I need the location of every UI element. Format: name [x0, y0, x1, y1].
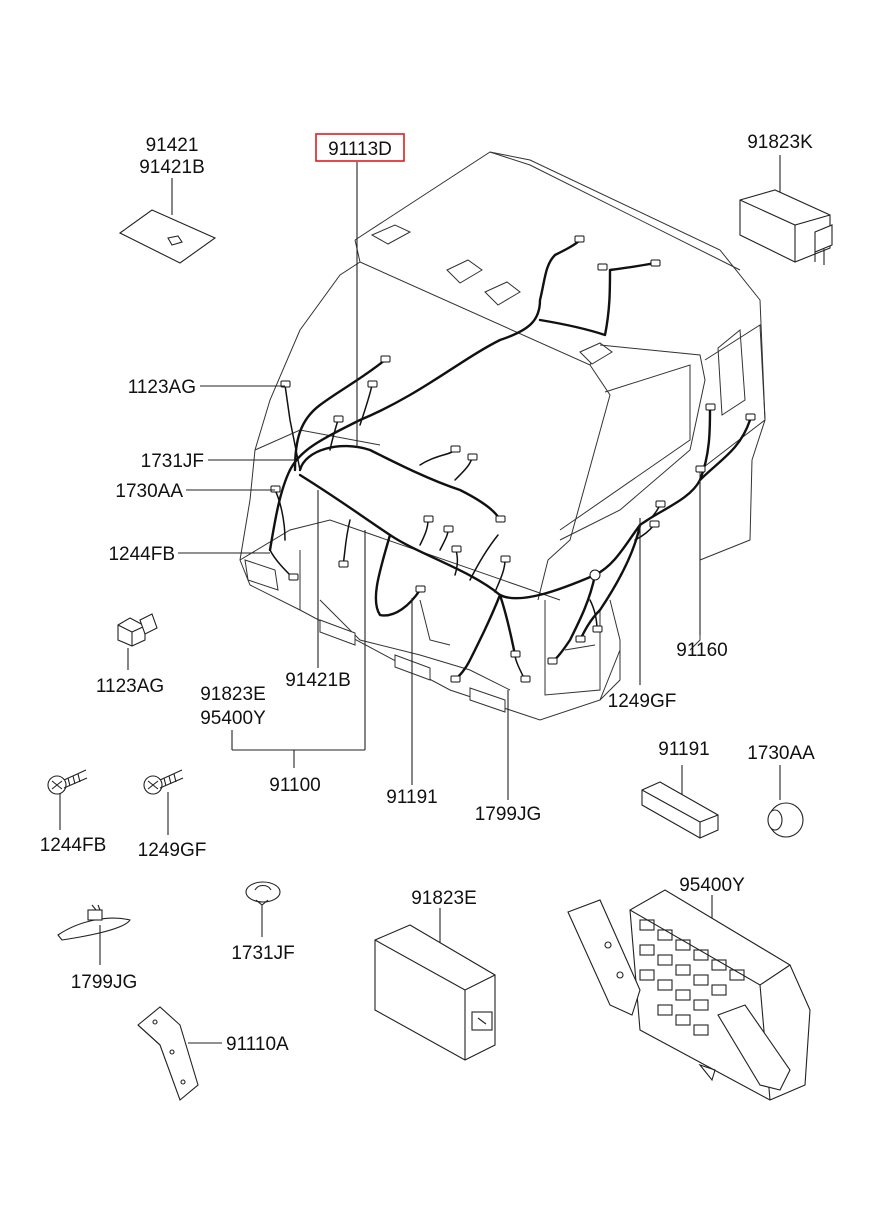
label-91160: 91160 — [676, 640, 727, 661]
label-91421b-top: 91421B — [139, 157, 205, 178]
label-1731jf-left: 1731JF — [141, 451, 204, 472]
label-1123ag-left: 1123AG — [128, 377, 196, 398]
bolt-icon — [117, 613, 158, 647]
label-1249gf-lower: 1249GF — [138, 840, 207, 861]
insulation-pad-icon — [118, 209, 217, 264]
label-91823k: 91823K — [747, 132, 813, 153]
label-1731jf-lower: 1731JF — [231, 943, 294, 964]
bracket-icon — [137, 1006, 199, 1101]
protector-channel-icon — [641, 781, 719, 839]
truck-cab-icon — [239, 151, 766, 721]
label-1123ag-bolt: 1123AG — [96, 676, 164, 697]
label-91113d: 91113D — [328, 139, 392, 160]
label-1249gf-upper: 1249GF — [608, 691, 677, 712]
label-91100: 91100 — [269, 775, 320, 796]
label-1244fb-left: 1244FB — [108, 544, 175, 565]
clip-icon — [245, 881, 281, 906]
label-1799jg-lower: 1799JG — [71, 972, 138, 993]
label-95400y-lower: 95400Y — [679, 875, 745, 896]
control-module-icon — [374, 924, 496, 1061]
label-91421: 91421 — [146, 135, 199, 156]
part-labels: 91421 91421B 91113D 91823K 1123AG 1731JF… — [40, 132, 815, 1055]
label-1799jg-upper: 1799JG — [475, 804, 542, 825]
leader-lines — [59, 155, 781, 1044]
label-91421b-lower: 91421B — [285, 670, 351, 691]
label-1244fb-lower: 1244FB — [40, 835, 107, 856]
screw-icon — [143, 769, 184, 795]
label-91823e-upper: 91823E — [200, 684, 266, 705]
relay-box-icon — [739, 189, 833, 265]
label-1730aa-lower: 1730AA — [747, 743, 815, 764]
grommet-icon — [767, 802, 804, 838]
label-91191-upper: 91191 — [386, 787, 437, 808]
label-91110a: 91110A — [226, 1034, 289, 1055]
label-1730aa-left: 1730AA — [115, 481, 183, 502]
screw-icon — [47, 769, 88, 795]
highlight-box — [315, 133, 405, 162]
label-95400y-upper: 95400Y — [200, 708, 266, 729]
wiring-harness-icon — [268, 235, 756, 683]
label-91823e-lower: 91823E — [411, 888, 477, 909]
label-91191-lower: 91191 — [658, 739, 709, 760]
junction-box-icon — [567, 889, 811, 1101]
cable-tie-icon — [57, 904, 131, 941]
